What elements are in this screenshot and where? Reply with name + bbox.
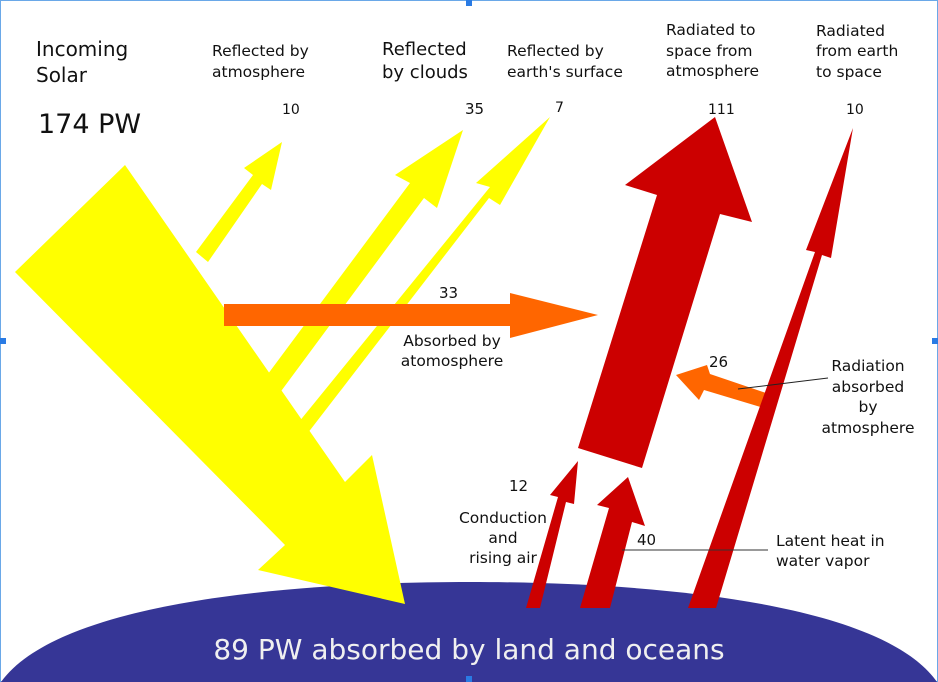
radiated-earth-arrow [688, 128, 853, 608]
value-radiated-atmosphere: 111 [708, 102, 735, 118]
value-radiation-absorbed: 26 [709, 353, 728, 371]
value-latent-heat: 40 [637, 531, 656, 549]
resize-handle-right[interactable] [932, 338, 938, 344]
value-reflected-clouds: 35 [465, 100, 484, 118]
absorbed-atmosphere-arrow [224, 293, 598, 338]
value-absorbed-atmosphere: 33 [439, 284, 458, 302]
resize-handle-left[interactable] [0, 338, 6, 344]
earth-absorbed-label: 89 PW absorbed by land and oceans [213, 633, 724, 666]
value-conduction: 12 [509, 477, 528, 495]
earth-surface [1, 582, 937, 682]
radiated-atmosphere-arrow [578, 117, 752, 468]
latent-heat-arrow [580, 477, 645, 608]
value-reflected-surface: 7 [555, 100, 564, 116]
incoming-solar-arrow [15, 165, 405, 604]
reflected-surface-arrow [294, 117, 550, 438]
value-reflected-atmosphere: 10 [282, 102, 300, 118]
value-radiated-earth: 10 [846, 102, 864, 118]
resize-handle-bottom[interactable] [466, 676, 472, 682]
resize-handle-top[interactable] [466, 0, 472, 6]
radiation-absorbed-leader [737, 377, 829, 390]
radiation-absorbed-arrow [676, 365, 772, 409]
incoming-solar-total: 174 PW [38, 109, 141, 140]
conduction-arrow [526, 461, 578, 608]
reflected-clouds-arrow [262, 130, 463, 398]
reflected-atmosphere-arrow [196, 142, 282, 262]
